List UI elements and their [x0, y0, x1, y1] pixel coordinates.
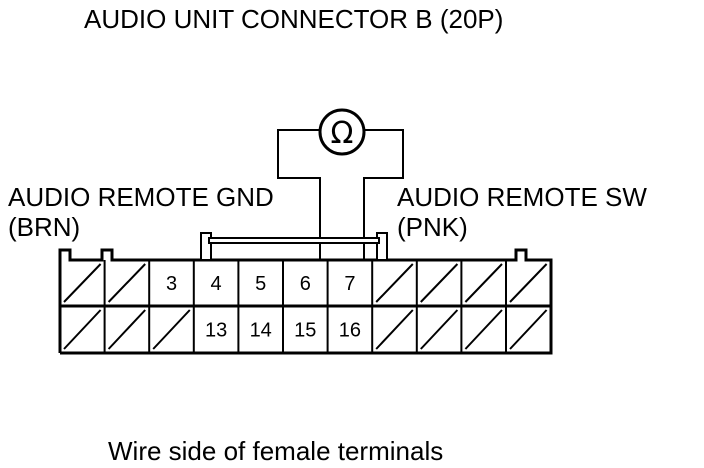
connector-bottom-row: 13 14 15 16 [63, 306, 548, 353]
unused-cavity-hatch [375, 263, 414, 303]
unused-cavity-hatch [375, 309, 414, 350]
unused-cavity-hatch [464, 309, 503, 350]
top-row-blank-cell [505, 260, 548, 306]
terminal-number: 14 [250, 320, 272, 342]
terminal-number: 4 [211, 273, 222, 295]
unused-cavity-hatch [63, 309, 102, 350]
audio-remote-gnd-wire-color: (BRN) [8, 212, 81, 242]
bottom-row-terminal-13: 13 [192, 306, 227, 353]
terminal-number: 15 [294, 320, 316, 342]
diagram-title: AUDIO UNIT CONNECTOR B (20P) [84, 4, 504, 34]
bottom-row-terminal-15: 15 [282, 306, 316, 353]
top-row-blank-cell [460, 260, 503, 306]
bottom-row-blank-cell [63, 309, 102, 350]
probe-lead-to-pin-7 [363, 129, 404, 262]
audio-remote-sw-label: AUDIO REMOTE SW [397, 182, 647, 212]
top-row-blank-cell [63, 263, 102, 303]
top-row-blank-cell [371, 260, 414, 306]
terminal-number: 7 [344, 273, 355, 295]
bottom-row-terminal-14: 14 [237, 306, 272, 353]
connector-body [58, 248, 553, 355]
top-row-terminal-5: 5 [237, 260, 266, 306]
terminal-number: 13 [205, 320, 227, 342]
unused-cavity-hatch [464, 263, 503, 303]
top-row-terminal-7: 7 [326, 260, 355, 306]
diagram-caption: Wire side of female terminals [108, 436, 444, 466]
top-row-blank-cell [415, 260, 459, 306]
unused-cavity-hatch [420, 309, 459, 350]
unused-cavity-hatch [509, 309, 548, 350]
bottom-row-blank-cell [460, 306, 503, 353]
top-row-terminal-6: 6 [282, 260, 311, 306]
terminal-number: 6 [300, 273, 311, 295]
bottom-row-blank-cell [505, 306, 548, 353]
unused-cavity-hatch [420, 263, 459, 303]
meter-leads [277, 129, 404, 262]
bottom-row-terminal-16: 16 [326, 306, 361, 353]
unused-cavity-hatch [63, 263, 102, 303]
top-row-terminal-3: 3 [148, 260, 177, 306]
unused-cavity-hatch [107, 263, 146, 303]
terminal-number: 3 [166, 273, 177, 295]
top-row-terminal-4: 4 [192, 260, 222, 306]
audio-remote-sw-wire-color: (PNK) [397, 212, 468, 242]
terminal-number: 5 [255, 273, 266, 295]
terminal-number: 16 [339, 320, 361, 342]
audio-remote-gnd-label: AUDIO REMOTE GND [8, 182, 274, 212]
bottom-row-blank-cell [371, 306, 414, 353]
bottom-row-blank-cell [103, 306, 146, 353]
probe-lead-to-pin-6 [277, 129, 321, 262]
unused-cavity-hatch [152, 309, 191, 350]
ohm-symbol: Ω [331, 116, 354, 151]
connector-outline [58, 248, 553, 355]
ohmmeter-circle [318, 108, 366, 156]
connector-latch [200, 232, 388, 261]
unused-cavity-hatch [509, 263, 548, 303]
unused-cavity-hatch [107, 309, 146, 350]
bottom-row-blank-cell [415, 306, 459, 353]
ohmmeter: Ω [318, 108, 366, 156]
connector-top-row: 3 4 5 6 7 [63, 260, 548, 306]
bottom-row-blank-cell [148, 306, 191, 353]
top-row-blank-cell [103, 260, 146, 306]
